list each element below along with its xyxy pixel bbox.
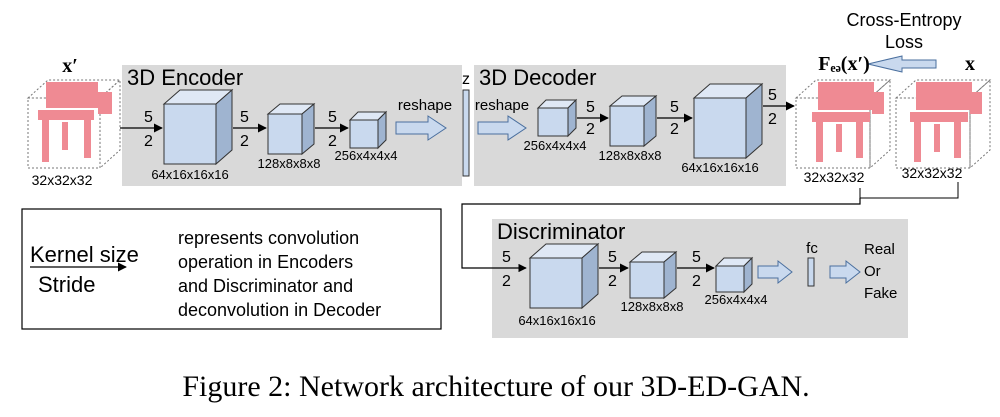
legend-box: [21, 208, 442, 330]
output-fake: Fake: [864, 285, 897, 302]
input-voxel: [26, 78, 122, 170]
discriminator-kernel-3: 5: [692, 249, 701, 266]
discriminator-shape-2: 128x8x8x8: [621, 299, 684, 314]
input-label: x′: [62, 55, 78, 77]
latent-vector: [462, 89, 470, 177]
discriminator-output-arrow: [829, 259, 861, 285]
decoder-reshape-arrow: [477, 115, 527, 141]
encoder-shape-3: 256x4x4x4: [335, 148, 398, 163]
decoder-kernel-1: 5: [586, 99, 595, 116]
decoder-shape-3: 64x16x16x16: [681, 160, 758, 175]
to-discriminator-connector: [461, 198, 861, 273]
encoder-stride-2: 2: [240, 133, 249, 150]
output-real: Real: [864, 241, 895, 258]
discriminator-title: Discriminator: [497, 219, 625, 244]
decoder-kernel-2: 5: [670, 99, 679, 116]
encoder-cube-1: [162, 88, 234, 166]
encoder-shape-1: 64x16x16x16: [151, 167, 228, 182]
decoder-cube-1: [536, 98, 578, 138]
encoder-title: 3D Encoder: [127, 65, 243, 90]
encoder-shape-2: 128x8x8x8: [258, 156, 321, 171]
discriminator-cube-3: [714, 256, 754, 294]
decoder-reshape-label: reshape: [475, 97, 529, 114]
legend-kernel: Kernel size: [30, 242, 139, 267]
encoder-cube-3: [348, 110, 388, 150]
target-voxel: [894, 78, 992, 170]
decoder-stride-1: 2: [586, 121, 595, 138]
output-shape: 32x32x32: [804, 169, 865, 185]
output-voxel: [794, 78, 892, 170]
discriminator-stride-1: 2: [502, 273, 511, 290]
decoder-title: 3D Decoder: [479, 65, 596, 90]
output-to-target-connector: [859, 182, 959, 199]
encoder-reshape-label: reshape: [398, 97, 452, 114]
decoder-cube-2: [608, 94, 658, 148]
target-label: x: [965, 53, 975, 75]
encoder-stride-3: 2: [328, 133, 337, 150]
discriminator-kernel-2: 5: [608, 249, 617, 266]
output-or: Or: [864, 263, 881, 280]
loss-arrow: [867, 55, 937, 73]
legend-line-2: operation in Encoders: [178, 252, 353, 272]
encoder-reshape-arrow: [395, 115, 447, 141]
encoder-kernel-1: 5: [144, 109, 153, 126]
decoder-kernel-3: 5: [768, 87, 777, 104]
decoder-stride-3: 2: [768, 111, 777, 128]
discriminator-cube-1: [528, 242, 600, 310]
decoder-cube-3: [692, 82, 764, 160]
discriminator-fc-arrow: [757, 259, 793, 285]
legend-line-3: and Discriminator and: [178, 276, 353, 296]
legend-line-1: represents convolution: [178, 228, 359, 248]
encoder-stride-1: 2: [144, 133, 153, 150]
target-shape: 32x32x32: [902, 165, 963, 181]
discriminator-shape-3: 256x4x4x4: [705, 292, 768, 307]
decoder-stride-2: 2: [670, 121, 679, 138]
legend-line-4: deconvolution in Decoder: [178, 300, 381, 320]
decoder-shape-2: 128x8x8x8: [599, 148, 662, 163]
fc-label: fc: [806, 240, 818, 257]
encoder-kernel-3: 5: [328, 109, 337, 126]
discriminator-shape-1: 64x16x16x16: [518, 313, 595, 328]
legend-stride: Stride: [38, 272, 95, 297]
encoder-cube-2: [266, 102, 316, 156]
discriminator-stride-3: 2: [692, 273, 701, 290]
discriminator-cube-2: [628, 250, 678, 300]
figure-caption: Figure 2: Network architecture of our 3D…: [182, 370, 809, 403]
loss-label-line2: Loss: [885, 32, 923, 52]
latent-label: z: [462, 71, 470, 88]
decoder-shape-1: 256x4x4x4: [524, 138, 587, 153]
discriminator-kernel-1: 5: [502, 249, 511, 266]
encoder-kernel-2: 5: [240, 109, 249, 126]
output-label: Fₑₔ(x′): [818, 53, 870, 75]
input-shape: 32x32x32: [32, 172, 93, 188]
discriminator-stride-2: 2: [608, 273, 617, 290]
fc-layer: [807, 257, 815, 287]
loss-label-line1: Cross-Entropy: [846, 10, 961, 30]
